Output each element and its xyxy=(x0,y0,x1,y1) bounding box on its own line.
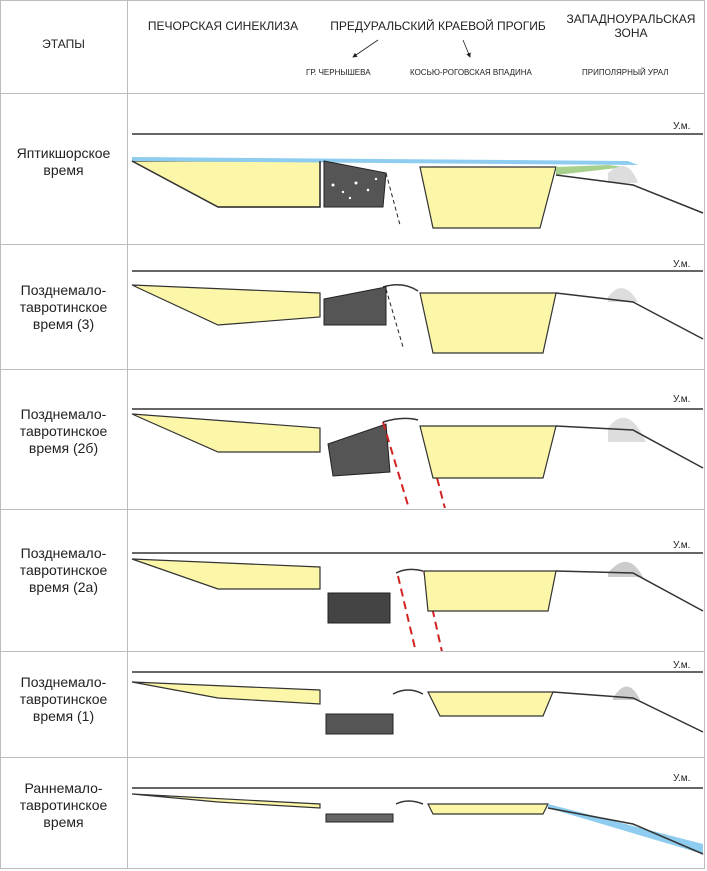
stage-label-late-2a: Позднемало- тавротинское время (2а) xyxy=(0,545,127,596)
ridge-top xyxy=(383,285,418,291)
stage-label-yaptikshor: Яптикшорское время xyxy=(0,145,127,179)
stage-line: Позднемало- xyxy=(0,545,127,562)
section-late-1 xyxy=(128,654,705,756)
kosyu-sediments xyxy=(420,293,556,353)
header-arrows xyxy=(0,0,707,100)
stage-line: Позднемало- xyxy=(0,282,127,299)
kosyu-sediments xyxy=(420,167,556,228)
stage-line: тавротинское xyxy=(0,691,127,708)
row-divider xyxy=(0,651,705,652)
chernyshev-basin-fill xyxy=(326,714,393,734)
section-early xyxy=(128,760,705,866)
fault-line xyxy=(386,289,403,347)
arrow-to-kosyu xyxy=(463,40,470,57)
section-yaptikshor xyxy=(128,95,705,243)
section-late-3 xyxy=(128,247,705,367)
pechora-sediments xyxy=(132,161,320,207)
stage-line: тавротинское xyxy=(0,797,127,814)
stage-line: тавротинское xyxy=(0,562,127,579)
stage-line: Позднемало- xyxy=(0,674,127,691)
stage-line: тавротинское xyxy=(0,423,127,440)
stage-line: время (2а) xyxy=(0,579,127,596)
basement-outline xyxy=(553,692,703,732)
fault-line-red xyxy=(398,576,418,651)
row-divider xyxy=(0,244,705,245)
section-late-2b xyxy=(128,372,705,508)
kosyu-sediments xyxy=(420,426,556,478)
chernyshev-basin-fill xyxy=(324,287,386,325)
stage-line: Яптикшорское xyxy=(0,145,127,162)
arrow-to-chernyshev xyxy=(353,40,378,57)
sea-water xyxy=(548,804,703,854)
ridge-top xyxy=(396,569,423,573)
stage-label-late-1: Позднемало- тавротинское время (1) xyxy=(0,674,127,725)
kosyu-sediments xyxy=(428,804,548,814)
stage-line: время (1) xyxy=(0,708,127,725)
chernyshev-basin-fill xyxy=(326,814,393,822)
pechora-sediments xyxy=(132,794,320,808)
ridge-top xyxy=(396,801,423,804)
pechora-sediments xyxy=(132,285,320,325)
stage-label-late-3: Позднемало- тавротинское время (3) xyxy=(0,282,127,333)
chernyshev-basin-fill xyxy=(328,424,390,476)
stage-line: время xyxy=(0,162,127,179)
section-late-2a xyxy=(128,511,705,651)
ridge-top xyxy=(383,418,418,422)
stage-line: время (3) xyxy=(0,316,127,333)
stage-line: Позднемало- xyxy=(0,406,127,423)
stage-line: Раннемало- xyxy=(0,780,127,797)
row-divider xyxy=(0,509,705,510)
pechora-sediments xyxy=(132,414,320,452)
pechora-sediments xyxy=(132,559,320,589)
chernyshev-basin-fill xyxy=(328,593,390,623)
stage-label-late-2b: Позднемало- тавротинское время (2б) xyxy=(0,406,127,457)
pechora-sediments xyxy=(132,682,320,704)
ridge-top xyxy=(393,690,423,694)
kosyu-sediments xyxy=(428,692,553,716)
stage-label-early: Раннемало- тавротинское время xyxy=(0,780,127,831)
stage-line: время (2б) xyxy=(0,440,127,457)
row-divider xyxy=(0,369,705,370)
stage-line: время xyxy=(0,814,127,831)
kosyu-sediments xyxy=(424,571,556,611)
fault-line xyxy=(386,173,400,225)
row-divider xyxy=(0,757,705,758)
stage-line: тавротинское xyxy=(0,299,127,316)
